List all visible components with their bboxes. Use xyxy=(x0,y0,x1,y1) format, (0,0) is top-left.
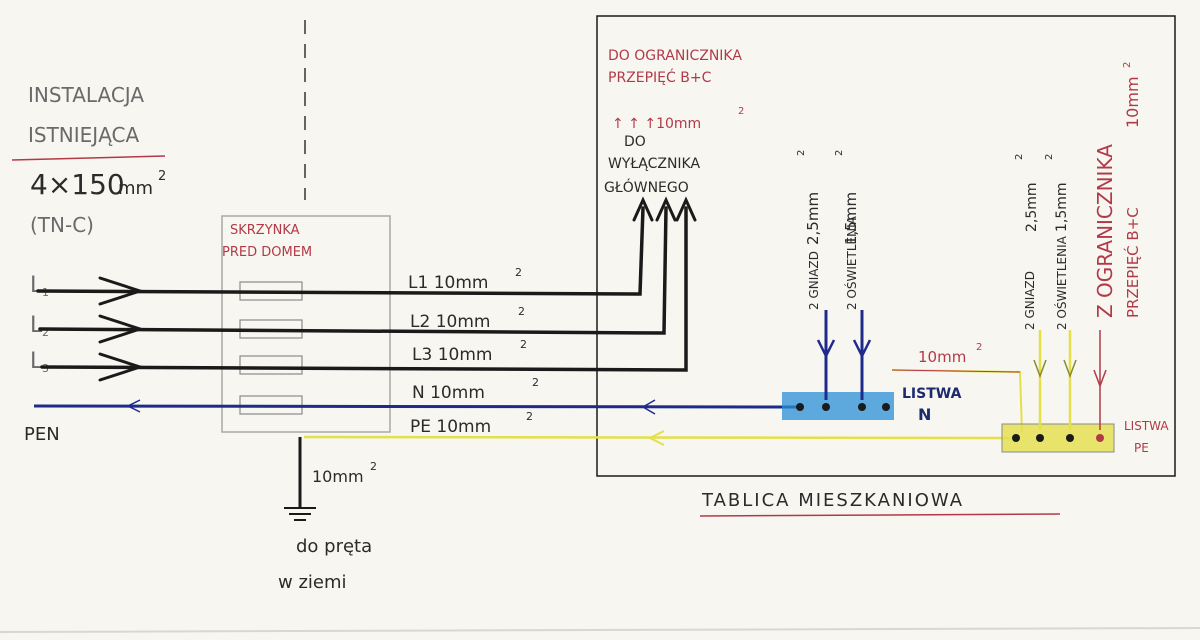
pe-terminal-1 xyxy=(1012,434,1020,442)
wire-label-l2-exp: 2 xyxy=(518,305,525,318)
arrow-l3 xyxy=(98,352,145,382)
neutral-socket-circuit-label: 2 GNIAZD xyxy=(807,251,821,310)
pe-socket-wire-size: 2,5mm xyxy=(1024,182,1040,232)
neutral-terminal-2 xyxy=(822,403,830,411)
label-l2: L xyxy=(30,313,43,338)
pe-terminal-3 xyxy=(1066,434,1074,442)
pe-surge-label-2: PRZEPIĘĆ B+C xyxy=(1123,207,1142,318)
pe-busbar xyxy=(1002,424,1114,452)
pe-light-wire-exp: 2 xyxy=(1044,154,1055,160)
note-to-surge-2: PRZEPIĘĆ B+C xyxy=(608,68,712,86)
junction-box-title-1: SKRZYNKA xyxy=(230,223,300,238)
wire-l1 xyxy=(36,206,645,296)
pe-busbar-label-2: PE xyxy=(1134,441,1149,455)
pe-arrow-lighting xyxy=(1063,359,1077,379)
ground-note-2: w ziemi xyxy=(278,572,347,593)
wire-l2 xyxy=(38,206,668,335)
ground-note-1: do pręta xyxy=(296,536,372,557)
ground-wire-size-exp: 2 xyxy=(370,460,377,473)
wire-label-l1: L1 10mm xyxy=(408,273,488,293)
pe-busbar-outline xyxy=(1001,423,1115,453)
label-l3: L xyxy=(30,349,43,374)
apartment-board xyxy=(596,15,1176,477)
neutral-light-wire-size: 1,5mm xyxy=(842,192,860,245)
pe-socket-circuit-label: 2 GNIAZD xyxy=(1023,271,1037,330)
n-pe-bridge-size: 10mm xyxy=(918,348,966,366)
arrow-neutral xyxy=(641,399,656,415)
note-surge-wire-size: ↑ ↑ ↑10mm xyxy=(612,116,701,132)
pe-arrow-sockets xyxy=(1033,359,1047,379)
pe-surge-wire-size: 10mm xyxy=(1123,76,1142,128)
pe-arrow-surge xyxy=(1093,369,1107,389)
phase-conductors xyxy=(36,196,697,382)
neutral-socket-wire-size: 2,5mm xyxy=(804,192,822,245)
pe-surge-wire-exp: 2 xyxy=(1122,62,1133,68)
neutral-arrow-sockets xyxy=(816,339,836,359)
pe-light-wire-size: 1,5mm xyxy=(1054,182,1070,232)
paper-fold xyxy=(0,627,1200,633)
note-to-main-1: DO xyxy=(624,134,646,150)
arrow-pe xyxy=(647,430,665,446)
pe-light-circuit-label: 2 OŚWIETLENIA xyxy=(1054,235,1069,330)
n-pe-bridge-size-exp: 2 xyxy=(976,342,982,353)
label-pen: PEN xyxy=(24,424,60,445)
pe-busbar-label-1: LISTWA xyxy=(1124,419,1169,433)
neutral-arrow-lighting xyxy=(852,339,872,359)
pe-terminal-2 xyxy=(1036,434,1044,442)
note-surge-wire-exp: 2 xyxy=(738,106,744,117)
arrow-up-l3 xyxy=(675,196,697,222)
note-cable-exponent: 2 xyxy=(158,169,166,184)
neutral-light-circuit-label: 2 OŚWIETLENIA xyxy=(844,215,859,310)
pe-terminal-4 xyxy=(1096,434,1104,442)
fuse-l3 xyxy=(239,355,303,375)
note-existing: ISTNIEJĄCA xyxy=(28,123,140,147)
pe-surge-label-1: Z OGRANICZNIKA xyxy=(1093,144,1117,318)
wire-label-n-exp: 2 xyxy=(532,376,539,389)
neutral-terminal-3 xyxy=(858,403,866,411)
wire-label-l1-exp: 2 xyxy=(515,266,522,279)
apartment-board-title: TABLICA MIESZKANIOWA xyxy=(701,490,964,511)
note-cable-size: 4×150 xyxy=(30,168,125,201)
wire-label-l3: L3 10mm xyxy=(412,345,492,365)
arrow-l1 xyxy=(98,276,145,306)
label-l2-sub: 2 xyxy=(42,326,49,339)
note-cable-unit: mm xyxy=(118,178,153,199)
junction-box xyxy=(221,215,391,433)
wire-label-pe: PE 10mm xyxy=(410,417,491,437)
wire-label-l2: L2 10mm xyxy=(410,312,490,332)
neutral-light-wire-exp: 2 xyxy=(834,150,845,156)
wire-label-pe-exp: 2 xyxy=(526,410,533,423)
wire-label-n: N 10mm xyxy=(412,383,485,403)
neutral-busbar-label-1: LISTWA xyxy=(902,386,962,402)
wire-l3 xyxy=(40,206,688,372)
note-network-system: (TN-C) xyxy=(30,213,94,237)
neutral-busbar-label-2: N xyxy=(918,405,931,424)
note-installation: INSTALACJA xyxy=(28,83,144,107)
note-underline xyxy=(11,155,166,161)
apartment-board-title-underline xyxy=(699,513,1061,517)
pe-socket-wire-exp: 2 xyxy=(1014,154,1025,160)
wire-pe xyxy=(303,435,1011,440)
neutral-terminal-4 xyxy=(882,403,890,411)
arrow-up-l2 xyxy=(655,196,677,222)
ground-wire-size: 10mm xyxy=(312,467,364,486)
junction-box-title-2: PRED DOMEM xyxy=(222,245,312,260)
arrow-l2 xyxy=(98,314,145,344)
note-to-surge-1: DO OGRANICZNIKA xyxy=(608,48,742,64)
neutral-terminal-1 xyxy=(796,403,804,411)
note-to-main-2: WYŁĄCZNIKA xyxy=(608,156,700,172)
neutral-socket-wire-exp: 2 xyxy=(796,150,807,156)
wire-pen-neutral xyxy=(33,404,801,409)
arrow-up-l1 xyxy=(632,196,654,222)
wire-label-l3-exp: 2 xyxy=(520,338,527,351)
n-pe-bridge-red-line xyxy=(891,369,1021,373)
note-to-main-3: GŁÓWNEGO xyxy=(604,178,689,196)
arrow-pen xyxy=(126,399,141,413)
